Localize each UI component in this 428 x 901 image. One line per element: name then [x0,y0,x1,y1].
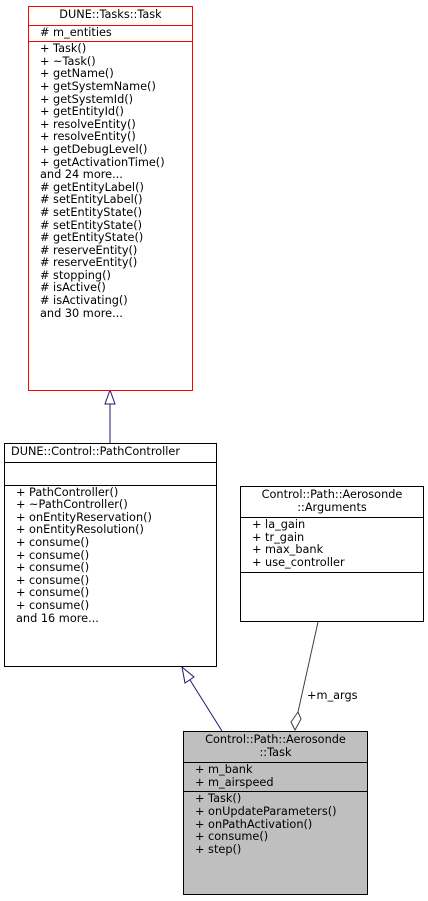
attribute-item: # m_entities [40,25,112,39]
methods-section [241,571,423,599]
method-item: + getActivationTime() [40,155,165,169]
method-item: + getSystemName() [40,79,156,93]
method-item: + onUpdateParameters() [195,804,337,818]
class-box-aerosonde-arguments[interactable]: Control::Path::Aerosonde ::Arguments + l… [240,486,424,622]
method-item: + getEntityId() [40,105,124,119]
method-item: + resolveEntity() [40,117,136,131]
method-item: + getDebugLevel() [40,142,148,156]
method-item: + PathController() [16,485,119,499]
aggregation-edge-arguments [297,621,319,713]
class-name-line2: ::Arguments [297,500,367,514]
method-item: # isActivating() [40,294,128,308]
method-item: and 24 more... [40,168,123,182]
attribute-item: + tr_gain [252,530,305,544]
method-item: + onPathActivation() [195,817,313,831]
inheritance-arrowhead-pathcontroller [181,665,195,684]
class-title: Control::Path::Aerosonde ::Task [184,732,367,762]
method-item: # setEntityLabel() [40,193,143,207]
attribute-item: + use_controller [252,555,345,569]
methods-section: + Task()+ ~Task()+ getName()+ getSystemN… [29,41,192,322]
method-item: + onEntityResolution() [16,523,144,537]
method-item: + consume() [16,561,90,575]
class-title: Control::Path::Aerosonde ::Arguments [241,487,423,517]
method-item: + Task() [195,792,242,806]
attributes-section: + la_gain+ tr_gain+ max_bank+ use_contro… [241,517,423,571]
method-item: + getSystemId() [40,92,134,106]
attribute-item: + la_gain [252,518,306,532]
method-item: # setEntityState() [40,218,143,232]
attribute-item: + m_bank [195,763,253,777]
method-item: # reserveEntity() [40,256,138,270]
class-title: DUNE::Tasks::Task [29,7,192,25]
method-item: + getName() [40,67,114,81]
method-item: # getEntityState() [40,231,144,245]
class-title: DUNE::Control::PathController [5,444,216,462]
method-item: + consume() [16,573,90,587]
method-item: # stopping() [40,268,111,282]
class-name-line1: Control::Path::Aerosonde [261,488,403,501]
method-item: + step() [195,842,242,856]
class-box-path-controller[interactable]: DUNE::Control::PathController + PathCont… [4,443,217,667]
aggregation-label: +m_args [307,689,358,702]
method-item: + ~Task() [40,54,96,68]
attributes-section: # m_entities [29,24,192,42]
method-item: + consume() [195,830,269,844]
class-name-line2: ::Task [259,745,292,759]
class-box-dune-tasks-task[interactable]: DUNE::Tasks::Task # m_entities + Task()+… [28,6,193,391]
method-item: + consume() [16,535,90,549]
method-item: + resolveEntity() [40,130,136,144]
methods-section: + PathController()+ ~PathController()+ o… [5,484,216,628]
class-name: DUNE::Tasks::Task [59,8,162,21]
method-item: + onEntityReservation() [16,510,152,524]
method-item: + consume() [16,548,90,562]
method-item: # setEntityState() [40,205,143,219]
class-name-line1: Control::Path::Aerosonde [205,733,346,746]
methods-section: + Task()+ onUpdateParameters()+ onPathAc… [184,791,367,858]
attributes-section: + m_bank+ m_airspeed [184,762,367,791]
method-item: + consume() [16,598,90,612]
attributes-section [5,461,216,485]
method-item: # isActive() [40,281,106,295]
inheritance-arrowhead-task [104,388,116,405]
method-item: and 16 more... [16,611,99,625]
attribute-item: + m_airspeed [195,775,274,789]
inheritance-edge-aerosonde-pathcontroller [189,679,223,732]
method-item: + consume() [16,586,90,600]
method-item: # getEntityLabel() [40,180,144,194]
class-name: DUNE::Control::PathController [11,445,181,458]
method-item: + Task() [40,42,87,56]
aggregation-diamond [290,710,302,732]
method-item: # reserveEntity() [40,243,138,257]
method-item: and 30 more... [40,306,123,320]
class-box-aerosonde-task[interactable]: Control::Path::Aerosonde ::Task + m_bank… [183,731,368,895]
attribute-item: + max_bank [252,543,324,557]
method-item: + ~PathController() [16,498,128,512]
